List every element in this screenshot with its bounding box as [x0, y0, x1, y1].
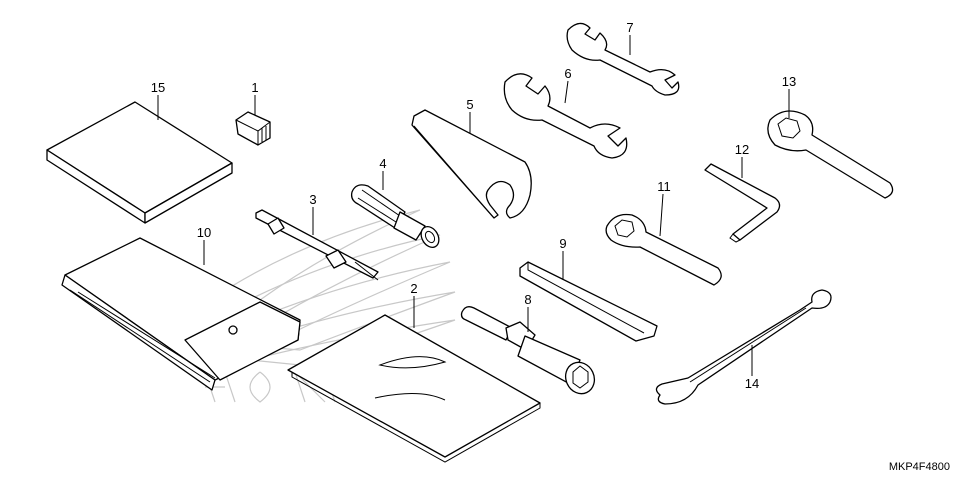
callout-11[interactable]: 11	[657, 179, 671, 194]
part-plug[interactable]	[235, 111, 271, 146]
part-ring-wrench-large[interactable]	[767, 110, 894, 199]
part-manual[interactable]	[46, 101, 233, 224]
part-extension-bar[interactable]	[519, 261, 658, 342]
part-open-end-wrench[interactable]	[503, 73, 628, 159]
callout-8[interactable]: 8	[524, 292, 531, 307]
part-helmet-holder-cable[interactable]	[655, 289, 832, 405]
part-screwdriver-handle[interactable]	[350, 184, 443, 251]
part-open-end-wrench-small[interactable]	[566, 22, 680, 96]
callout-6[interactable]: 6	[564, 66, 571, 81]
part-pin-spanner[interactable]	[411, 109, 532, 219]
callout-3[interactable]: 3	[309, 192, 316, 207]
callout-9[interactable]: 9	[559, 236, 566, 251]
callout-leaders	[157, 35, 790, 376]
callout-2[interactable]: 2	[410, 281, 417, 296]
callout-12[interactable]: 12	[735, 142, 749, 157]
callout-5[interactable]: 5	[466, 97, 473, 112]
part-ring-wrench[interactable]	[605, 213, 722, 286]
part-hex-key[interactable]	[704, 163, 781, 243]
diagram-code: MKP4F4800	[889, 461, 950, 473]
callout-7[interactable]: 7	[626, 20, 633, 35]
part-screwdriver-bit[interactable]	[255, 209, 379, 281]
callout-4[interactable]: 4	[379, 156, 386, 171]
callout-13[interactable]: 13	[782, 74, 796, 89]
part-tool-bag[interactable]	[61, 237, 301, 391]
callout-14[interactable]: 14	[745, 376, 759, 391]
part-bag[interactable]	[287, 314, 541, 463]
callout-10[interactable]: 10	[197, 225, 211, 240]
callout-1[interactable]: 1	[251, 80, 258, 95]
callout-labels: 1 2 3 4 5 6 7 8 9 10 11 12 13 14 15	[151, 20, 796, 391]
callout-15[interactable]: 15	[151, 80, 165, 95]
